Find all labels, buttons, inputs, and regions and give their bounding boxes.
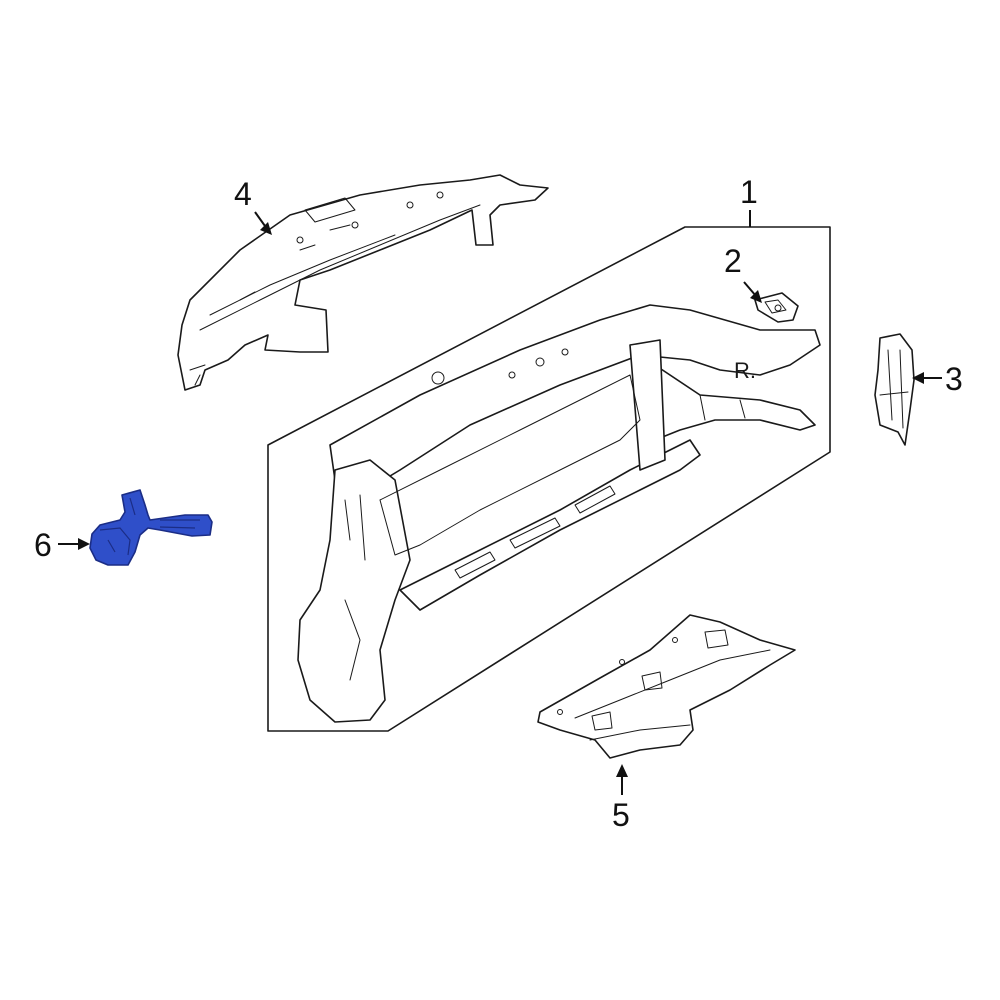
part-2-clip[interactable]	[754, 292, 799, 323]
part-1-radiator-support[interactable]: R.	[267, 226, 831, 732]
callout-5-arrowhead	[616, 764, 628, 777]
part-5-splash-shield[interactable]	[537, 614, 796, 759]
part-1-stamp: R.	[734, 358, 756, 383]
callout-3-arrowhead	[912, 372, 924, 384]
callout-2-leader	[743, 281, 757, 297]
part-3-bracket[interactable]	[874, 333, 915, 446]
callout-4-arrowhead	[260, 222, 272, 235]
callout-6: 6	[34, 527, 52, 563]
part-4-upper-cover[interactable]	[177, 174, 549, 391]
callout-1: 1	[740, 174, 758, 210]
callout-2-arrowhead	[750, 290, 762, 303]
part-6-highlighted-bracket[interactable]	[89, 489, 213, 566]
callout-4-leader	[254, 211, 266, 227]
callout-3: 3	[945, 361, 963, 397]
callout-2: 2	[724, 243, 742, 279]
callout-6-arrowhead	[78, 538, 90, 550]
callout-4: 4	[234, 176, 252, 212]
callout-5: 5	[612, 797, 630, 833]
part-1-frame-box	[267, 226, 831, 732]
